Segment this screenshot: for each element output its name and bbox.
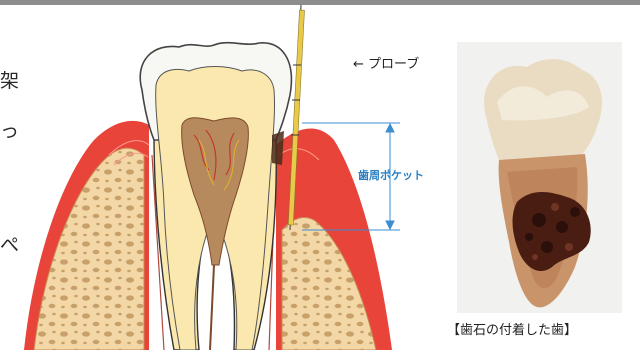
photo-caption: 【歯石の付着した歯】: [447, 319, 577, 338]
tartar-tooth-photo: [457, 42, 622, 313]
probe-label: ← プローブ: [353, 53, 419, 72]
periodontal-pocket-label: 歯周ポケット: [358, 167, 424, 183]
cropped-text-char: ぺ: [0, 236, 14, 255]
tartar-deposit: [272, 131, 284, 165]
cropped-text-char: っ: [0, 122, 14, 141]
cropped-text-char: 架: [0, 72, 14, 91]
